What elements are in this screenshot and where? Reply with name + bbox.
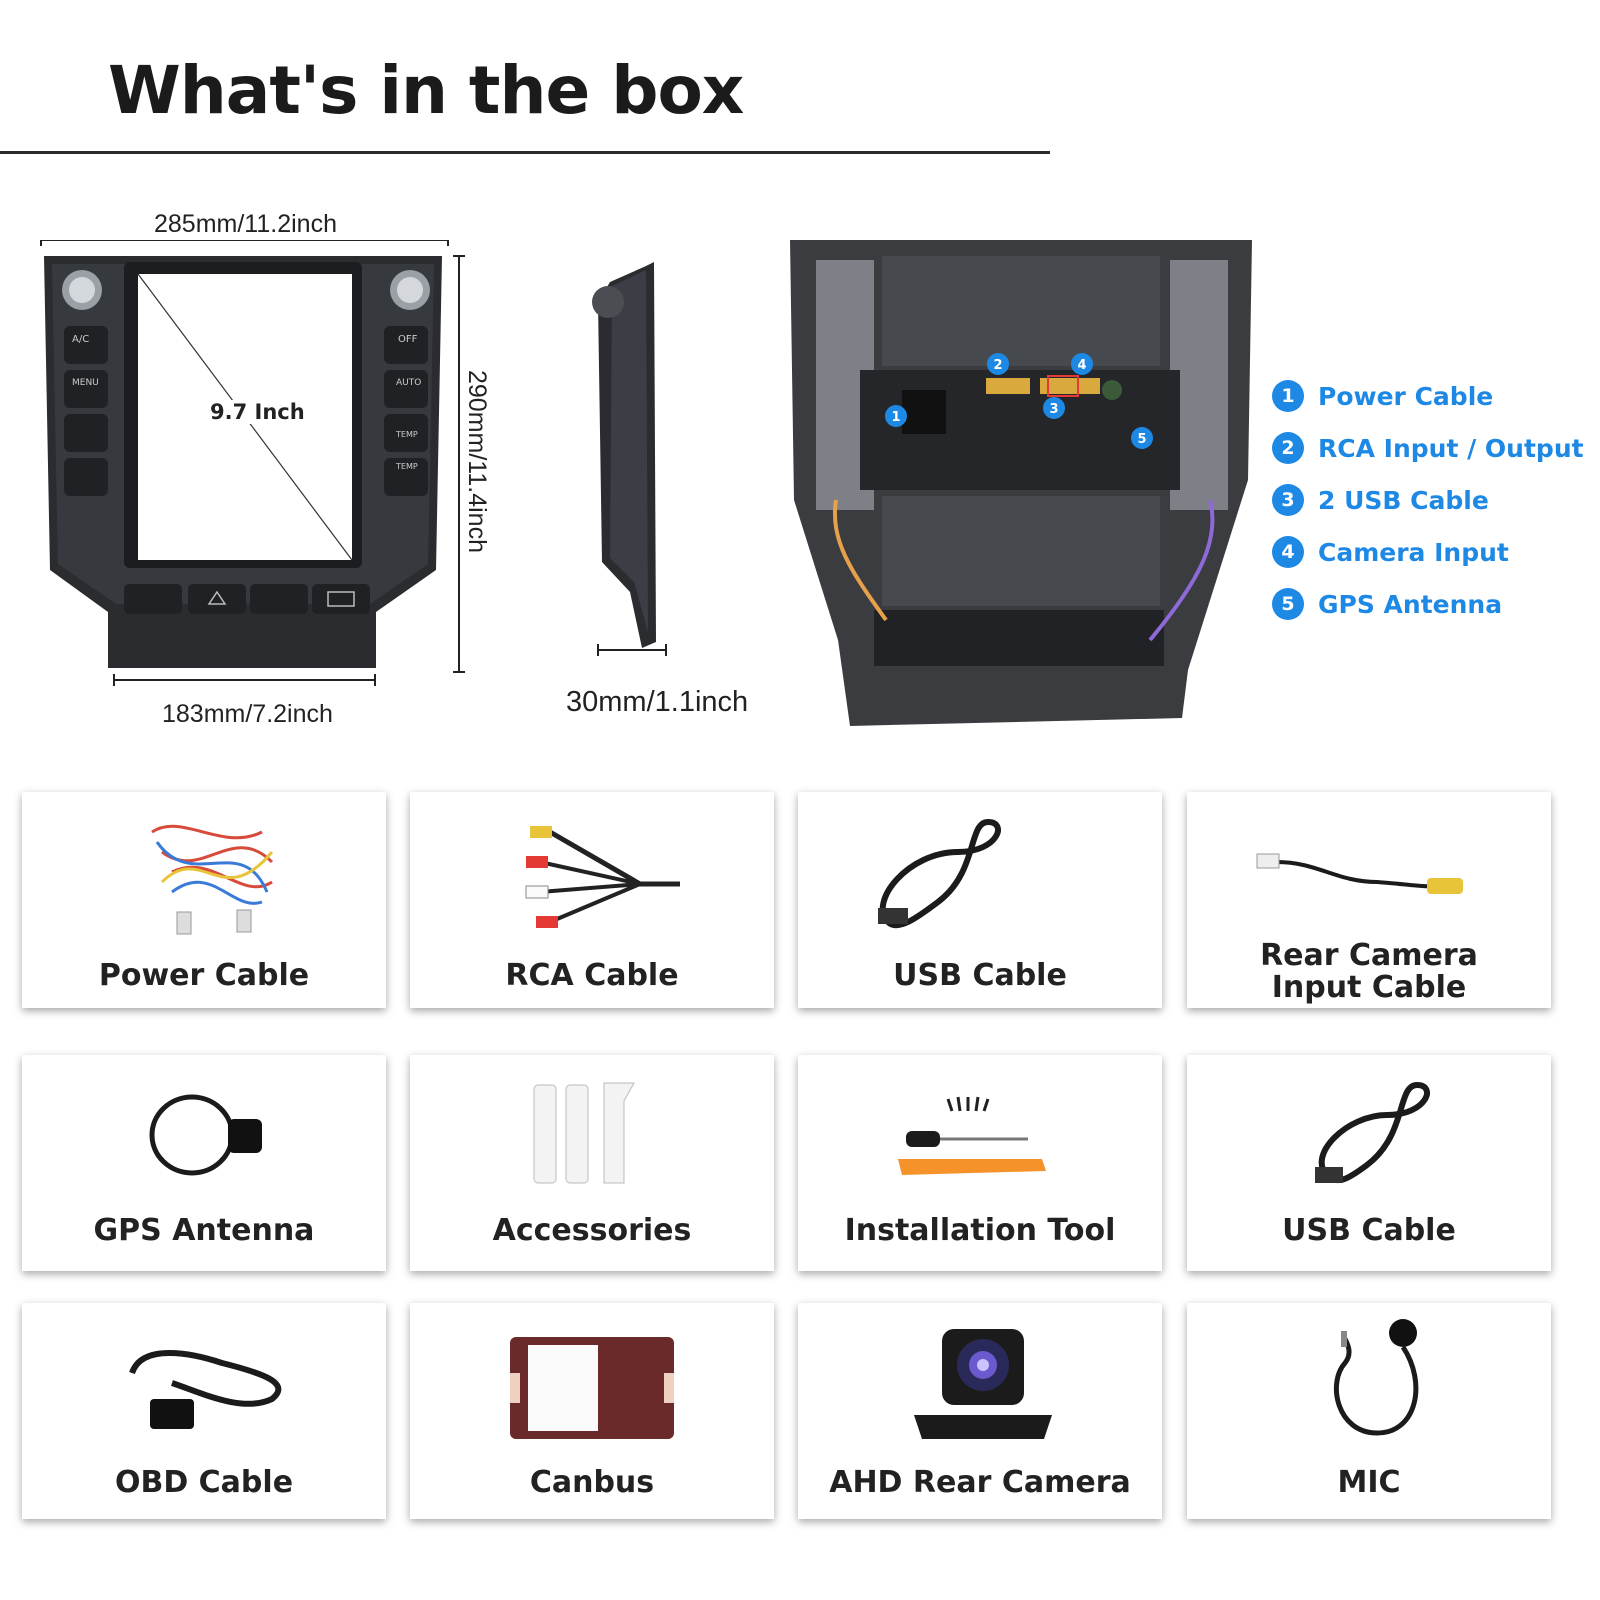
legend-number: 4 [1272,536,1304,568]
legend-number: 2 [1272,432,1304,464]
width-bottom-label: 183mm/7.2inch [162,700,333,728]
svg-text:5: 5 [1137,432,1146,447]
item-card: USB Cable [1187,1055,1551,1271]
legend-item: 1 Power Cable [1272,370,1592,422]
svg-text:2: 2 [993,358,1002,373]
item-label: OBD Cable [114,1465,294,1500]
item-card: Rear Camera Input Cable [1187,792,1551,1008]
item-card: Power Cable [22,792,386,1008]
item-card: AHD Rear Camera [798,1303,1162,1519]
item-label: AHD Rear Camera [829,1465,1131,1500]
item-label: MIC [1337,1465,1401,1500]
canbus-box-icon [510,1337,674,1439]
head-unit-back-image: 1 2 3 4 5 [790,240,1252,726]
legend-label: Camera Input [1318,537,1509,567]
item-label: Canbus [529,1465,655,1500]
microphone-icon [1334,1319,1419,1436]
legend-label: 2 USB Cable [1318,485,1489,515]
item-label: USB Cable [893,958,1067,993]
rear-camera-icon [914,1329,1052,1439]
head-unit-side-image [592,262,667,656]
button-temp-down-label: TEMP [396,462,418,471]
width-top-label: 285mm/11.2inch [154,210,337,238]
camera-input-cable-icon [1256,853,1463,894]
button-temp-up-label: TEMP [396,430,418,439]
depth-label: 30mm/1.1inch [566,686,749,718]
legend-label: GPS Antenna [1318,589,1503,619]
screen-size-label: 9.7 Inch [208,400,307,424]
mounting-brackets-icon [533,1082,635,1184]
item-card: GPS Antenna [22,1055,386,1271]
legend-number: 5 [1272,588,1304,620]
legend-label: RCA Input / Output [1318,433,1584,463]
height-label: 290mm/11.4inch [463,370,491,553]
legend-item: 4 Camera Input [1272,526,1592,578]
svg-text:1: 1 [891,410,900,425]
legend-item: 3 2 USB Cable [1272,474,1592,526]
item-label: Installation Tool [844,1213,1116,1248]
legend-item: 5 GPS Antenna [1272,578,1592,630]
item-label: Rear Camera Input Cable [1260,938,1478,1005]
item-card: USB Cable [798,792,1162,1008]
legend-number: 1 [1272,380,1304,412]
power-harness-icon [151,824,274,935]
button-menu-label: MENU [72,378,99,388]
item-card: Accessories [410,1055,774,1271]
item-label: Accessories [492,1213,692,1248]
item-label: USB Cable [1282,1213,1456,1248]
item-card: Installation Tool [798,1055,1162,1271]
head-unit-front-image [40,240,465,686]
item-label: GPS Antenna [93,1213,315,1248]
connector-legend: 1 Power Cable 2 RCA Input / Output 3 2 USB … [1272,370,1592,630]
legend-label: Power Cable [1318,381,1494,411]
legend-number: 3 [1272,484,1304,516]
rca-cable-icon [525,826,680,928]
button-ac-label: A/C [72,334,90,345]
button-auto-label: AUTO [396,378,422,388]
item-card: MIC [1187,1303,1551,1519]
page-title: What's in the box [108,52,744,129]
svg-text:3: 3 [1049,402,1058,417]
usb-cable-icon [878,818,1001,929]
title-divider [0,151,1050,154]
gps-antenna-icon [149,1094,262,1176]
obd-cable-icon [129,1350,282,1429]
svg-text:4: 4 [1077,358,1086,373]
item-label: Power Cable [98,958,310,993]
item-card: RCA Cable [410,792,774,1008]
item-card: OBD Cable [22,1303,386,1519]
item-card: Canbus [410,1303,774,1519]
item-label: RCA Cable [505,958,679,993]
button-off-label: OFF [398,334,418,345]
usb-cable-icon [1315,1081,1430,1184]
legend-item: 2 RCA Input / Output [1272,422,1592,474]
installation-tool-icon [898,1096,1046,1175]
